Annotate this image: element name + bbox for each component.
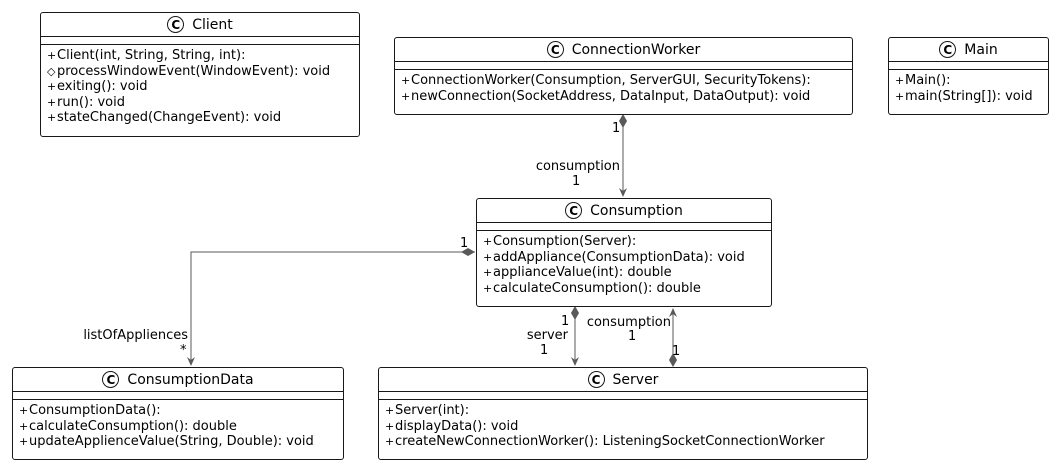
composition-diamond bbox=[461, 248, 475, 256]
class-name: Consumption bbox=[590, 202, 683, 219]
class-name: Client bbox=[192, 16, 233, 33]
public-icon: + bbox=[483, 250, 493, 264]
class-server[interactable]: C Server +Server(int): +displayData(): v… bbox=[378, 367, 868, 460]
class-consumptiondata[interactable]: C ConsumptionData +ConsumptionData(): +c… bbox=[12, 367, 344, 460]
public-icon: + bbox=[19, 404, 29, 417]
class-header: C Client bbox=[41, 13, 359, 37]
class-header: C Main bbox=[889, 38, 1048, 62]
method-item: +Consumption(Server): bbox=[483, 234, 637, 249]
public-icon: + bbox=[19, 419, 29, 433]
class-name: Main bbox=[964, 41, 998, 58]
class-stereotype-icon: C bbox=[102, 371, 120, 388]
public-icon: + bbox=[47, 111, 57, 125]
class-header: C ConsumptionData bbox=[13, 368, 343, 392]
multiplicity-label: 1 bbox=[540, 343, 549, 358]
role-label: consumption bbox=[586, 315, 671, 330]
method-item: +updateApplienceValue(String, Double): v… bbox=[19, 434, 314, 450]
multiplicity-label: 1 bbox=[672, 344, 681, 359]
method-item: +main(String[]): void bbox=[895, 88, 1033, 104]
method-item: +createNewConnectionWorker(): ListeningS… bbox=[385, 434, 825, 450]
multiplicity-label: 1 bbox=[460, 236, 469, 251]
class-main[interactable]: C Main +Main(): +main(String[]): void bbox=[888, 37, 1049, 115]
public-icon: + bbox=[19, 435, 29, 449]
role-label: server bbox=[526, 328, 568, 343]
public-icon: + bbox=[385, 435, 395, 449]
methods-compartment: +Main(): +main(String[]): void bbox=[889, 70, 1048, 104]
attributes-compartment bbox=[379, 392, 867, 400]
method-item: +calculateConsumption(): double bbox=[483, 280, 701, 296]
public-icon: + bbox=[895, 74, 905, 87]
class-stereotype-icon: C bbox=[565, 202, 583, 219]
method-item: +addAppliance(ConsumptionData): void bbox=[483, 249, 745, 265]
composition-diamond bbox=[571, 306, 579, 320]
class-header: C Consumption bbox=[477, 199, 771, 223]
class-client[interactable]: C Client +Client(int, String, String, in… bbox=[40, 12, 360, 137]
class-stereotype-icon: C bbox=[167, 16, 185, 33]
role-label: consumption bbox=[535, 159, 620, 174]
attributes-compartment bbox=[477, 223, 771, 231]
composition-diamond bbox=[669, 353, 677, 367]
attributes-compartment bbox=[13, 392, 343, 400]
method-item: +displayData(): void bbox=[385, 418, 519, 434]
class-connectionworker[interactable]: C ConnectionWorker +ConnectionWorker(Con… bbox=[394, 37, 853, 115]
edge-server-consumption bbox=[669, 308, 677, 367]
public-icon: + bbox=[895, 89, 905, 103]
multiplicity-label: * bbox=[180, 343, 187, 358]
public-icon: + bbox=[47, 49, 57, 62]
method-item: +calculateConsumption(): double bbox=[19, 418, 237, 434]
class-stereotype-icon: C bbox=[587, 371, 605, 388]
edge-consumption-consumptiondata bbox=[187, 248, 475, 366]
attributes-compartment bbox=[889, 62, 1048, 70]
class-stereotype-icon: C bbox=[546, 41, 564, 58]
method-item: +Client(int, String, String, int): bbox=[47, 48, 246, 63]
role-label: listOfAppliences bbox=[83, 328, 188, 343]
public-icon: + bbox=[47, 95, 57, 109]
method-item: +run(): void bbox=[47, 94, 125, 110]
multiplicity-label: 1 bbox=[572, 174, 581, 189]
protected-icon: ◇ bbox=[47, 64, 56, 78]
public-icon: + bbox=[385, 419, 395, 433]
method-item: +Server(int): bbox=[385, 403, 470, 418]
public-icon: + bbox=[483, 281, 493, 295]
methods-compartment: +Client(int, String, String, int): ◇proc… bbox=[41, 45, 359, 126]
methods-compartment: +Server(int): +displayData(): void +crea… bbox=[379, 400, 867, 450]
attributes-compartment bbox=[41, 37, 359, 45]
edge-connectionworker-consumption bbox=[619, 114, 627, 197]
method-item: ◇processWindowEvent(WindowEvent): void bbox=[47, 63, 331, 79]
class-header: C ConnectionWorker bbox=[395, 38, 852, 62]
multiplicity-label: 1 bbox=[628, 329, 637, 344]
methods-compartment: +ConnectionWorker(Consumption, ServerGUI… bbox=[395, 70, 852, 104]
method-item: +applianceValue(int): double bbox=[483, 265, 672, 281]
public-icon: + bbox=[401, 89, 411, 103]
class-stereotype-icon: C bbox=[939, 41, 957, 58]
class-name: Server bbox=[612, 371, 659, 388]
methods-compartment: +ConsumptionData(): +calculateConsumptio… bbox=[13, 400, 343, 450]
composition-diamond bbox=[619, 114, 627, 128]
method-item: +ConnectionWorker(Consumption, ServerGUI… bbox=[401, 73, 811, 88]
public-icon: + bbox=[401, 74, 411, 87]
public-icon: + bbox=[47, 80, 57, 94]
class-consumption[interactable]: C Consumption +Consumption(Server): +add… bbox=[476, 198, 772, 307]
attributes-compartment bbox=[395, 62, 852, 70]
method-item: +exiting(): void bbox=[47, 79, 148, 95]
method-item: +Main(): bbox=[895, 73, 951, 88]
class-header: C Server bbox=[379, 368, 867, 392]
class-name: ConsumptionData bbox=[127, 371, 254, 388]
method-item: +newConnection(SocketAddress, DataInput,… bbox=[401, 88, 811, 104]
methods-compartment: +Consumption(Server): +addAppliance(Cons… bbox=[477, 231, 771, 296]
multiplicity-label: 1 bbox=[561, 314, 570, 329]
class-name: ConnectionWorker bbox=[571, 41, 701, 58]
method-item: +stateChanged(ChangeEvent): void bbox=[47, 110, 282, 126]
multiplicity-label: 1 bbox=[612, 121, 621, 136]
public-icon: + bbox=[483, 266, 493, 280]
method-item: +ConsumptionData(): bbox=[19, 403, 161, 418]
edge-consumption-server bbox=[571, 306, 579, 366]
public-icon: + bbox=[483, 235, 493, 248]
public-icon: + bbox=[385, 404, 395, 417]
